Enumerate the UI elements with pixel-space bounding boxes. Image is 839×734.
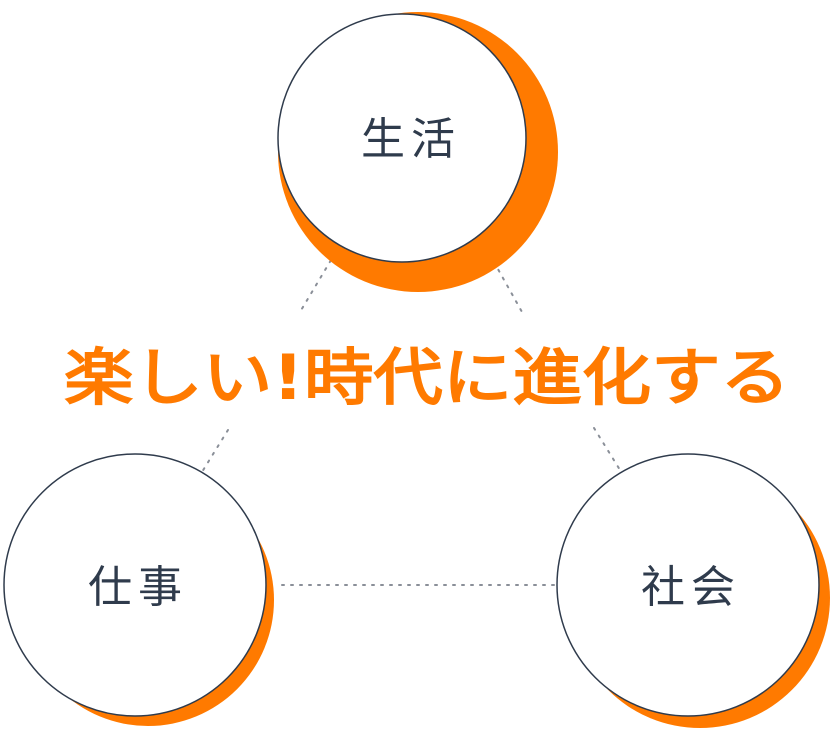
connector-top-right-lower: [593, 427, 621, 471]
connector-top-left-lower: [201, 429, 229, 473]
node-left: 仕事: [3, 453, 274, 726]
connector-top-right-upper: [493, 261, 523, 313]
node-left-label: 仕事: [88, 562, 188, 613]
node-top-circle: [277, 13, 527, 263]
diagram-title: 楽しい!時代に進化する: [64, 341, 790, 414]
connectors: [201, 244, 621, 586]
node-right-circle: [556, 453, 820, 717]
node-right-label: 社会: [641, 562, 741, 613]
node-left-circle: [3, 453, 267, 717]
node-top-label: 生活: [361, 114, 461, 165]
node-right: 社会: [556, 453, 830, 728]
connector-top-left-upper: [299, 244, 341, 313]
node-top: 生活: [277, 12, 558, 292]
